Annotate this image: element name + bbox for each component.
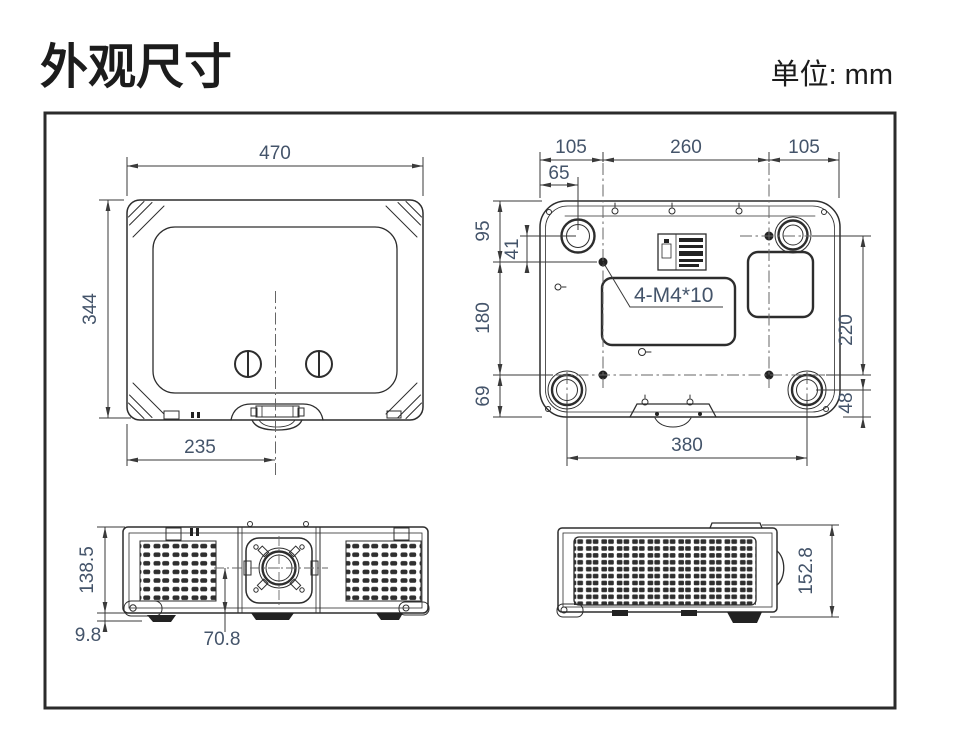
svg-text:138.5: 138.5 xyxy=(77,546,98,594)
dim-left-column: 95 41 180 69 xyxy=(473,200,597,418)
svg-text:9.8: 9.8 xyxy=(75,625,101,646)
svg-text:235: 235 xyxy=(184,437,216,458)
front-view-feet xyxy=(123,600,430,622)
side-view: 152.8 xyxy=(556,522,839,623)
svg-text:470: 470 xyxy=(259,143,291,164)
dim-lens-offset: 235 xyxy=(126,424,275,466)
front-edge-latches xyxy=(163,410,402,420)
svg-text:105: 105 xyxy=(788,137,820,158)
drawing-border xyxy=(43,111,897,710)
svg-text:95: 95 xyxy=(473,220,494,241)
dim-right-column: 220 48 xyxy=(812,235,871,428)
lens-barrel-bulge xyxy=(776,550,785,586)
bottom-view: 4-M4*10 105 260 105 65 xyxy=(473,137,871,466)
svg-text:380: 380 xyxy=(671,435,703,456)
intake-grille-left xyxy=(139,540,217,602)
svg-text:344: 344 xyxy=(80,293,101,325)
dim-hole-columns: 105 260 105 xyxy=(539,137,840,198)
dim-body-height: 138.5 xyxy=(77,526,125,614)
svg-text:48: 48 xyxy=(836,392,857,413)
bottom-view-body: 4-M4*10 xyxy=(539,163,841,428)
dim-overall-height: 152.8 xyxy=(762,524,839,618)
front-view: 138.5 9.8 70.8 xyxy=(75,521,430,650)
svg-text:70.8: 70.8 xyxy=(204,629,241,650)
lens-housing-bottom xyxy=(629,403,717,428)
dim-foot-inset: 65 xyxy=(540,163,579,230)
svg-text:220: 220 xyxy=(836,314,857,346)
lens-assembly xyxy=(214,521,328,605)
unit-label: 单位: mm xyxy=(771,58,893,91)
dim-lens-center-height: 70.8 xyxy=(204,568,241,650)
side-view-body xyxy=(556,522,785,623)
dim-top-width: 470 xyxy=(126,143,424,196)
svg-text:105: 105 xyxy=(555,137,587,158)
dim-rear-foot-span: 380 xyxy=(566,400,808,466)
corner-chamfers xyxy=(128,201,422,419)
side-exhaust-grille xyxy=(573,536,757,606)
svg-text:152.8: 152.8 xyxy=(796,547,817,595)
dim-top-depth: 344 xyxy=(80,199,131,419)
adjuster-knobs xyxy=(234,350,333,378)
front-view-body xyxy=(122,521,430,622)
lens-shroud-bump xyxy=(709,522,763,529)
rating-label xyxy=(657,233,707,271)
svg-text:41: 41 xyxy=(502,238,523,259)
svg-text:180: 180 xyxy=(473,302,494,334)
exhaust-grille-right xyxy=(345,540,422,602)
case-screws xyxy=(545,202,829,416)
ir-sensor-window xyxy=(165,527,182,541)
bottom-view-centerlines xyxy=(555,163,826,408)
svg-text:65: 65 xyxy=(548,163,569,184)
filter-cover xyxy=(746,250,815,319)
foot-front-right xyxy=(774,216,812,254)
svg-text:4-M4*10: 4-M4*10 xyxy=(634,284,713,307)
lens-housing-top xyxy=(230,403,324,431)
page-title: 外观尺寸 xyxy=(40,41,232,94)
top-view-body xyxy=(126,199,424,477)
svg-text:260: 260 xyxy=(670,137,702,158)
svg-text:69: 69 xyxy=(473,385,494,406)
top-view: 470 344 235 xyxy=(80,143,424,477)
dim-foot-height: 9.8 xyxy=(75,613,142,646)
front-indicator xyxy=(393,527,410,541)
side-view-feet xyxy=(556,603,762,623)
mount-screw-callout: 4-M4*10 xyxy=(602,261,723,308)
lamp-cover xyxy=(600,276,737,347)
